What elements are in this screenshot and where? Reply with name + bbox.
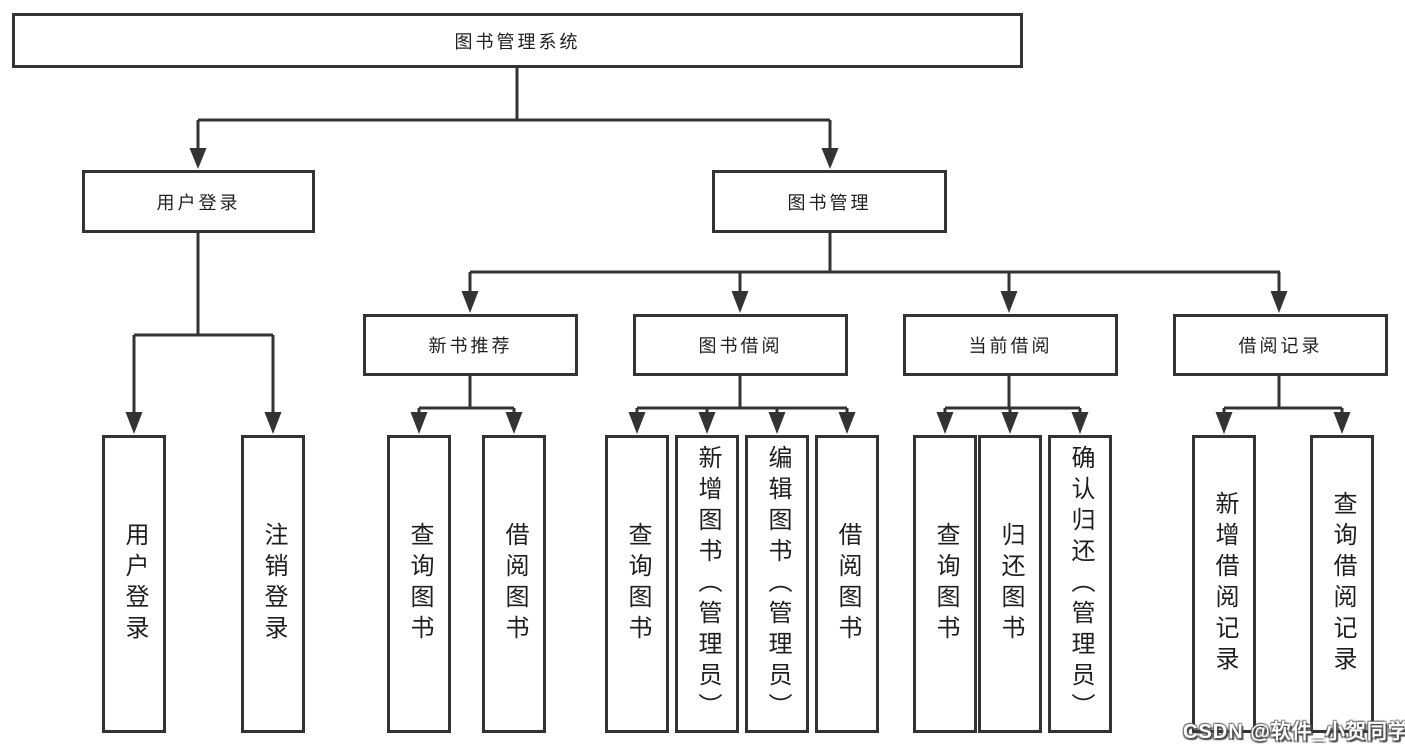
arrowhead [698,412,716,434]
arrowhead [1215,412,1233,434]
arrowhead [264,412,282,434]
arrowhead [821,148,839,169]
connector-book-mgmt-to-level3 [461,233,1288,313]
arrowhead [1001,412,1019,434]
connector-new-book-rec-to-leaves [410,376,523,434]
leaf-label: 借阅图书 [834,522,861,646]
node-user-login: 用户登录 [82,170,315,233]
node-label: 图书借阅 [698,336,783,356]
leaf-query-borrow-record: 查询借阅记录 [1310,435,1374,733]
node-book-management: 图书管理 [712,170,947,233]
arrowhead [1071,412,1089,434]
node-new-book-recommendation: 新书推荐 [363,314,578,376]
arrowhead [1270,291,1288,313]
csdn-watermark: CSDN @软件_小贺同学 [1183,721,1405,743]
leaf-label: 新增借阅记录 [1211,491,1238,677]
node-label: 借阅记录 [1238,336,1323,356]
leaf-edit-book-admin: 编辑图书（管理员） [745,435,809,733]
node-current-borrowing: 当前借阅 [903,314,1118,376]
leaf-confirm-return-admin: 确认归还（管理员） [1048,435,1112,733]
leaf-logout: 注销登录 [241,435,305,733]
leaf-return-books: 归还图书 [978,435,1042,733]
arrowhead [731,291,749,313]
arrowhead [461,291,479,313]
arrowhead [505,412,523,434]
arrowhead [1333,412,1351,434]
leaf-label: 查询图书 [932,522,959,646]
arrowhead [628,412,646,434]
node-label: 新书推荐 [428,336,513,356]
connector-user-login-to-leaves [125,233,282,434]
node-label: 当前借阅 [968,336,1053,356]
node-label: 用户登录 [156,192,241,213]
leaf-add-book-admin: 新增图书（管理员） [675,435,739,733]
leaf-label: 新增图书（管理员） [694,444,721,724]
node-borrowing-records: 借阅记录 [1173,314,1388,376]
leaf-borrow-books-recommend: 借阅图书 [482,435,546,733]
leaf-label: 确认归还（管理员） [1067,444,1094,724]
node-library-management-system: 图书管理系统 [12,13,1023,68]
leaf-query-books-recommend: 查询图书 [387,435,451,733]
arrowhead [838,412,856,434]
leaf-user-login: 用户登录 [102,435,166,733]
node-label: 图书管理系统 [454,31,581,52]
arrowhead [410,412,428,434]
connector-book-borrow-to-leaves [628,376,856,434]
leaf-label: 查询图书 [406,522,433,646]
arrowhead [1000,291,1018,313]
arrowhead [189,148,207,169]
leaf-borrow-books: 借阅图书 [815,435,879,733]
node-book-borrowing: 图书借阅 [633,314,848,376]
leaf-label: 查询借阅记录 [1329,491,1356,677]
leaf-add-borrow-record: 新增借阅记录 [1192,435,1256,733]
leaf-label: 借阅图书 [501,522,528,646]
arrowhead [768,412,786,434]
leaf-query-books-borrowing: 查询图书 [605,435,669,733]
node-label: 图书管理 [787,192,872,213]
connector-root-to-level2 [189,68,839,169]
connector-borrow-records-to-leaves [1215,376,1351,434]
leaf-label: 用户登录 [121,522,148,646]
arrowhead [936,412,954,434]
leaf-label: 归还图书 [997,522,1024,646]
leaf-label: 注销登录 [260,522,287,646]
leaf-label: 查询图书 [624,522,651,646]
connector-current-borrow-to-leaves [936,376,1089,434]
leaf-query-books-current: 查询图书 [913,435,977,733]
leaf-label: 编辑图书（管理员） [764,444,791,724]
arrowhead [125,412,143,434]
